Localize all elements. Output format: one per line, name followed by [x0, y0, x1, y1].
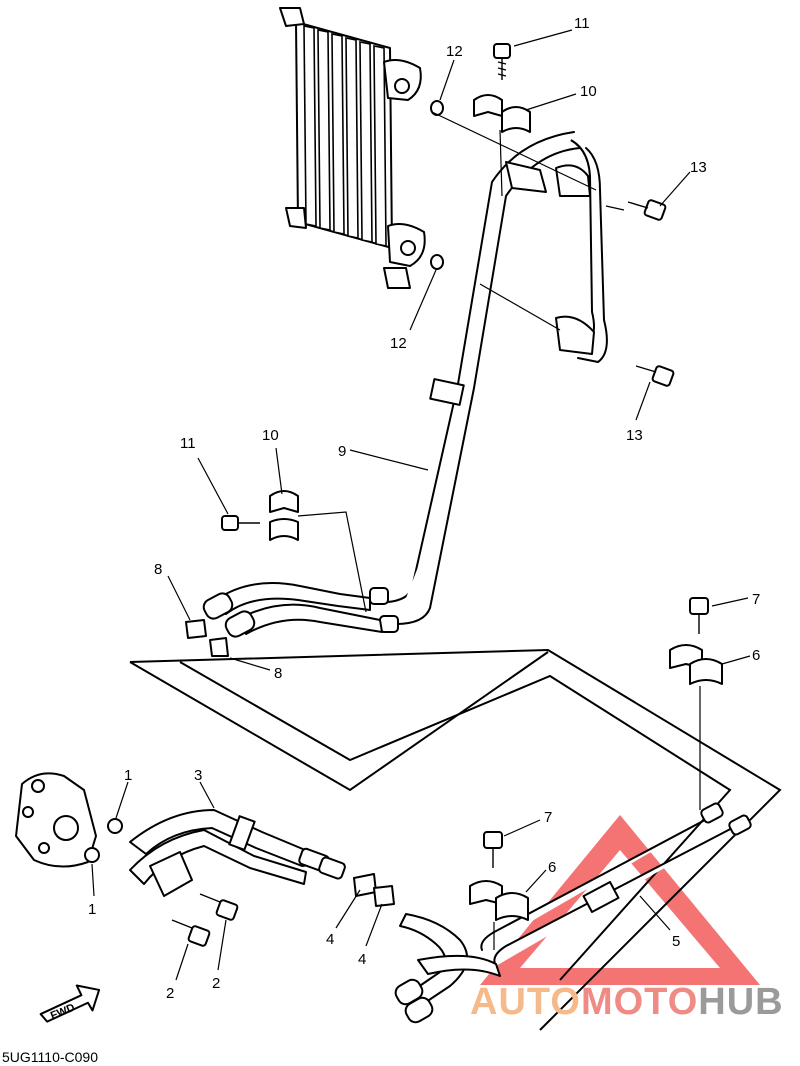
reference-frame-inner — [179, 661, 732, 981]
bolt-11-middle — [221, 515, 260, 531]
bolt-2-right — [199, 893, 239, 921]
callout-7-lower: 7 — [544, 809, 552, 826]
bolt-13-upper — [627, 199, 667, 221]
bolt-11-upper — [493, 43, 511, 80]
o-ring-1-upper — [107, 818, 123, 834]
callout-11-upper: 11 — [574, 15, 590, 32]
callout-5: 5 — [672, 933, 680, 950]
callout-12-upper: 12 — [446, 43, 463, 60]
callout-13-upper: 13 — [690, 159, 707, 176]
callout-4-left: 4 — [326, 931, 334, 948]
diagram-code: 5UG1110-C090 — [2, 1049, 98, 1065]
callout-10-upper: 10 — [580, 83, 597, 100]
callout-6-right: 6 — [752, 647, 760, 664]
bolt-7-lower — [483, 831, 503, 868]
bolt-7-right — [689, 597, 709, 634]
oil-hose-lower — [394, 913, 501, 1024]
bolt-2-left — [171, 919, 211, 947]
watermark-logo: AUTOMOTOHUB — [470, 981, 784, 1023]
callout-12-lower: 12 — [390, 335, 407, 352]
watermark-triangle — [480, 815, 760, 985]
clamp-10-middle — [269, 490, 299, 541]
callout-1-upper: 1 — [124, 767, 132, 784]
o-ring-1-lower — [84, 847, 100, 863]
callout-7-right: 7 — [752, 591, 760, 608]
callout-3: 3 — [194, 767, 202, 784]
oil-pipe-3 — [129, 809, 346, 897]
watermark-auto: AUTO — [470, 981, 581, 1023]
o-ring-12-lower — [430, 254, 444, 270]
fwd-arrow: FWD — [39, 984, 101, 1023]
callout-labels: 11 10 12 13 12 13 9 10 11 8 8 7 6 7 6 5 … — [88, 15, 760, 1002]
union-8 — [185, 619, 229, 657]
watermark-hub: HUB — [698, 981, 783, 1023]
clamp-6-lower — [469, 880, 529, 921]
oil-hose-upper — [202, 582, 383, 638]
callout-8-upper: 8 — [154, 561, 162, 578]
callout-13-lower: 13 — [626, 427, 643, 444]
reference-frame-link — [129, 651, 549, 792]
engine-flange — [15, 772, 97, 868]
oil-pipe-9 — [369, 131, 608, 633]
oil-cooler-radiator — [279, 7, 426, 289]
callout-4-right: 4 — [358, 951, 366, 968]
callout-8-lower: 8 — [274, 665, 282, 682]
svg-text:AUTOMOTOHUB: AUTOMOTOHUB — [470, 981, 784, 1023]
callout-9: 9 — [338, 443, 346, 460]
callout-2-left: 2 — [166, 985, 174, 1002]
callout-2-right: 2 — [212, 975, 220, 992]
callout-6-lower: 6 — [548, 859, 556, 876]
reference-frame-outer — [129, 648, 782, 1031]
bolt-13-lower — [635, 365, 675, 387]
clamp-6-right — [669, 644, 723, 685]
callout-10-middle: 10 — [262, 427, 279, 444]
watermark-moto: MOTO — [581, 981, 698, 1023]
clamp-10-upper — [473, 94, 531, 133]
callout-1-lower: 1 — [88, 901, 96, 918]
leader-lines — [91, 29, 751, 981]
callout-11-middle: 11 — [180, 435, 196, 452]
fwd-label: FWD — [49, 1002, 77, 1023]
